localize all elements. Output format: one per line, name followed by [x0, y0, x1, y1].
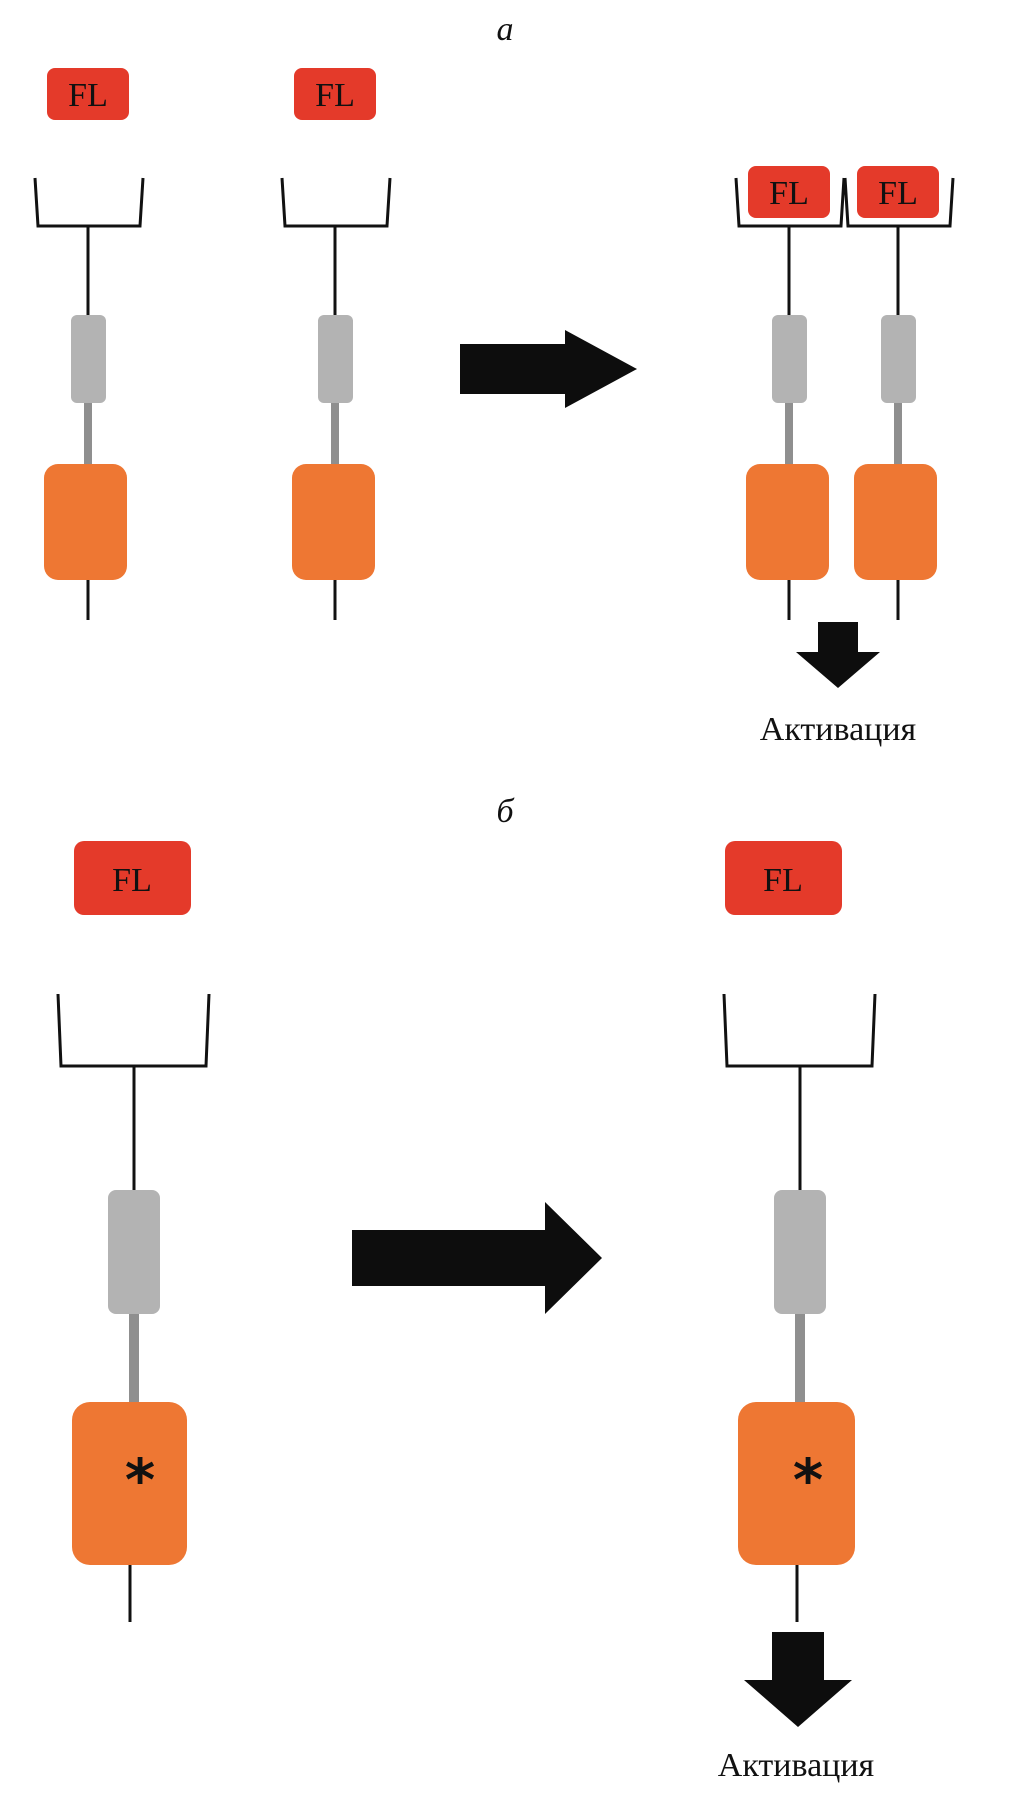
- extracellular-binding-cup: [56, 993, 211, 1068]
- panel-a-receptor-2: FL: [280, 68, 392, 620]
- panel-a-receptor-dimer: FL FL: [734, 166, 955, 620]
- juxtamembrane-domain: [318, 315, 353, 403]
- juxtamembrane-domain: [108, 1190, 160, 1314]
- svg-text:FL: FL: [112, 862, 152, 899]
- activation-label-a: Активация: [760, 711, 917, 748]
- extracellular-binding-cup: [33, 177, 145, 228]
- mutation-asterisk-icon: *: [125, 1446, 155, 1514]
- ligand-fl: FL: [725, 841, 842, 915]
- ligand-fl: FL: [294, 68, 376, 120]
- extracellular-binding-cup: [280, 177, 392, 228]
- panel-b-receptor-mutant-active: FL *: [722, 841, 877, 1622]
- kinase-domain-mutated: [738, 1402, 855, 1565]
- ligand-fl: FL: [748, 166, 830, 218]
- svg-text:FL: FL: [878, 175, 918, 212]
- down-arrow-icon: [744, 1632, 852, 1727]
- kinase-domain: [746, 464, 829, 580]
- kinase-domain: [44, 464, 127, 580]
- mutation-asterisk-icon: *: [793, 1446, 823, 1514]
- panel-a-receptor-1: FL: [33, 68, 145, 620]
- juxtamembrane-domain: [71, 315, 106, 403]
- juxtamembrane-domain: [774, 1190, 826, 1314]
- svg-text:FL: FL: [68, 77, 108, 114]
- ligand-fl: FL: [857, 166, 939, 218]
- right-arrow-icon: [352, 1202, 602, 1314]
- panel-b-receptor-mutant: FL *: [56, 841, 211, 1622]
- ligand-fl: FL: [74, 841, 191, 915]
- kinase-domain: [854, 464, 937, 580]
- juxtamembrane-domain: [881, 315, 916, 403]
- svg-text:FL: FL: [763, 862, 803, 899]
- dimer-receptor-left: FL: [734, 166, 846, 620]
- down-arrow-icon: [796, 622, 880, 688]
- panel-b-label: б: [496, 793, 515, 830]
- svg-text:FL: FL: [315, 77, 355, 114]
- panel-a-label: а: [497, 11, 514, 48]
- dimer-receptor-right: FL: [843, 166, 955, 620]
- kinase-domain-mutated: [72, 1402, 187, 1565]
- kinase-domain: [292, 464, 375, 580]
- ligand-fl: FL: [47, 68, 129, 120]
- right-arrow-icon: [460, 330, 637, 408]
- svg-text:FL: FL: [769, 175, 809, 212]
- juxtamembrane-domain: [772, 315, 807, 403]
- extracellular-binding-cup: [722, 993, 877, 1068]
- activation-label-b: Активация: [718, 1747, 875, 1784]
